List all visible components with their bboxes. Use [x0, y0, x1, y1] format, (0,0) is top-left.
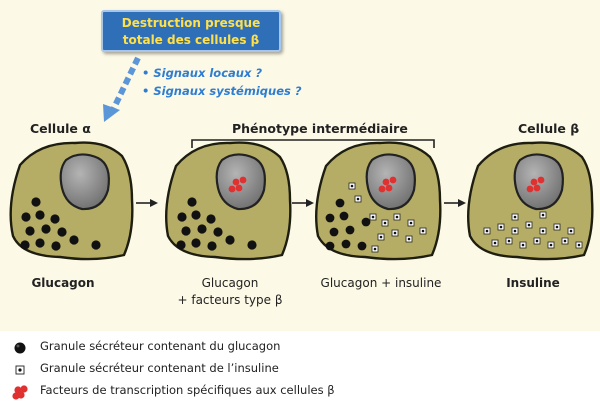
- destruction-header-box: Destruction presque totale des cellules …: [101, 10, 281, 52]
- legend-text-factors: Facteurs de transcription spécifiques au…: [40, 383, 335, 397]
- legend: Granule sécréteur contenant du glucagon …: [0, 331, 600, 409]
- legend-item-glucagon: Granule sécréteur contenant du glucagon: [0, 337, 600, 357]
- caption-insulin: Insuline: [506, 276, 560, 290]
- alpha-cell: [9, 141, 134, 261]
- intermediate-cell-1: [165, 141, 292, 261]
- alpha-nucleus: [59, 153, 110, 211]
- glucagon-granule-icon: [14, 342, 26, 354]
- caption-glucagon-factors-1: Glucagon: [201, 276, 259, 290]
- insulin-granule-icon: [15, 365, 25, 375]
- caption-glucagon: Glucagon: [31, 276, 95, 290]
- header-line-2: totale des cellules β: [122, 33, 260, 47]
- beta-cell-label: Cellule β: [518, 121, 580, 136]
- legend-item-factors: Facteurs de transcription spécifiques au…: [0, 381, 600, 401]
- intermediate-bracket: [191, 139, 435, 148]
- diagram-canvas: [9, 56, 594, 261]
- caption-glucagon-factors-2: + facteurs type β: [177, 293, 283, 307]
- alpha-cell-label: Cellule α: [30, 121, 91, 136]
- signal-local: • Signaux locaux ?: [142, 66, 263, 80]
- intermediate-phenotype-label: Phénotype intermédiaire: [232, 121, 408, 136]
- signal-systemic: • Signaux systémiques ?: [142, 84, 302, 98]
- arrow-1: [136, 199, 158, 207]
- arrow-3: [444, 199, 466, 207]
- intermediate-cell-2: [315, 141, 442, 261]
- signal-arrow: [103, 56, 141, 122]
- beta-cell: [467, 141, 594, 261]
- legend-item-insulin: Granule sécréteur contenant de l’insulin…: [0, 359, 600, 379]
- legend-text-glucagon: Granule sécréteur contenant du glucagon: [40, 339, 281, 353]
- caption-glucagon-insulin: Glucagon + insuline: [320, 276, 442, 290]
- legend-text-insulin: Granule sécréteur contenant de l’insulin…: [40, 361, 279, 375]
- transcription-factor-icon: [12, 385, 28, 400]
- header-line-1: Destruction presque: [121, 16, 261, 30]
- arrow-2: [292, 199, 314, 207]
